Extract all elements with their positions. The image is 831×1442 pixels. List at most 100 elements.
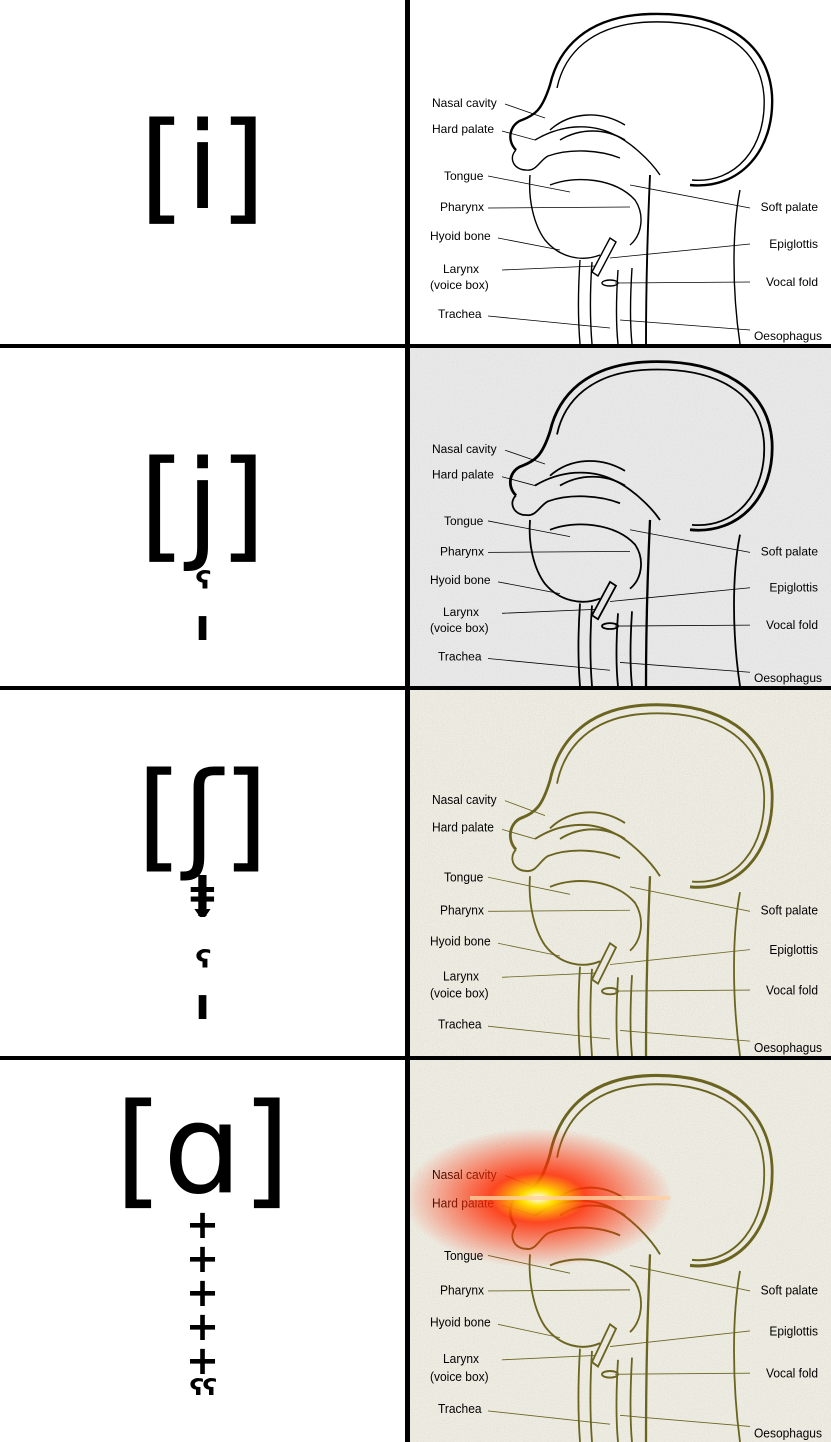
nasal-turbinate bbox=[549, 811, 626, 830]
leader-line bbox=[487, 551, 631, 553]
leader-line bbox=[501, 828, 536, 840]
vertical-divider bbox=[405, 0, 410, 1442]
leader-line bbox=[487, 909, 631, 912]
neck-rear-outline bbox=[733, 891, 741, 1056]
leader-line bbox=[487, 1025, 611, 1040]
ipa-symbol: [ɑ] bbox=[114, 1078, 291, 1222]
jaw-outline bbox=[528, 1254, 601, 1348]
skull-outline bbox=[508, 703, 774, 889]
leader-line bbox=[619, 662, 751, 673]
label-oesophagus: Oesophagus bbox=[754, 1040, 822, 1054]
label-tongue: Tongue bbox=[444, 514, 484, 528]
nasal-turbinate bbox=[549, 460, 626, 477]
oesophagus-front bbox=[615, 613, 619, 686]
label-soft-palate: Soft palate bbox=[761, 1283, 818, 1298]
leader-line bbox=[501, 972, 596, 978]
tongue-outline bbox=[549, 880, 642, 952]
leader-line bbox=[487, 1289, 631, 1292]
label-tongue: Tongue bbox=[444, 169, 484, 183]
label-pharynx: Pharynx bbox=[440, 544, 484, 558]
leader-line bbox=[497, 942, 561, 957]
trachea-front bbox=[577, 603, 581, 686]
label-hard-palate: Hard palate bbox=[432, 820, 494, 834]
label-epiglottis: Epiglottis bbox=[769, 581, 818, 595]
neck-back bbox=[644, 1254, 652, 1442]
label-tongue: Tongue bbox=[444, 870, 483, 884]
label-trachea: Trachea bbox=[438, 1017, 482, 1031]
nasal-turbinate bbox=[559, 828, 626, 840]
panel-3-symbol-cell: [ʃ] ǂ ˇ ˤ ı bbox=[0, 690, 405, 1056]
neck-back bbox=[644, 519, 652, 686]
label-trachea: Trachea bbox=[438, 1402, 482, 1417]
skull-outline bbox=[508, 360, 774, 532]
leader-line bbox=[619, 319, 751, 331]
label-voice-box: (voice box) bbox=[430, 986, 489, 1000]
leader-line bbox=[629, 1265, 751, 1292]
diacritic-stack: ˤ ı bbox=[194, 563, 211, 652]
leader-line bbox=[497, 581, 561, 595]
nasal-turbinate bbox=[559, 130, 626, 141]
label-voice-box: (voice box) bbox=[430, 278, 489, 292]
label-nasal-cavity: Nasal cavity bbox=[432, 793, 497, 807]
leader-line bbox=[619, 1414, 751, 1427]
label-voice-box: (voice box) bbox=[430, 1369, 489, 1384]
leader-line bbox=[501, 476, 536, 486]
leader-line bbox=[629, 886, 751, 912]
jaw-outline bbox=[528, 876, 601, 966]
diacritic-stack: ǂ ˇ ˤ ı bbox=[190, 867, 215, 1031]
neck-back bbox=[644, 876, 652, 1056]
label-hyoid-bone: Hyoid bone bbox=[430, 229, 491, 243]
ipa-symbol: [ʃ] bbox=[136, 746, 269, 884]
label-trachea: Trachea bbox=[438, 650, 482, 664]
trachea-front bbox=[577, 259, 581, 344]
skull-outline bbox=[509, 12, 774, 187]
horizontal-divider bbox=[0, 1056, 831, 1060]
epiglottis-shape bbox=[590, 1322, 618, 1368]
label-soft-palate: Soft palate bbox=[761, 544, 819, 558]
leader-line bbox=[609, 587, 751, 602]
horizontal-divider bbox=[0, 686, 831, 690]
nasal-turbinate bbox=[559, 475, 626, 487]
label-hyoid-bone: Hyoid bone bbox=[430, 1315, 491, 1330]
leader-line bbox=[501, 130, 536, 141]
horizontal-divider bbox=[0, 344, 831, 348]
leader-line bbox=[487, 876, 571, 895]
leader-line bbox=[609, 1330, 751, 1347]
label-soft-palate: Soft palate bbox=[761, 903, 818, 917]
label-hyoid-bone: Hyoid bone bbox=[430, 934, 491, 948]
nasal-cavity-outline bbox=[511, 848, 621, 872]
leader-line bbox=[487, 315, 611, 329]
leader-line bbox=[487, 175, 571, 193]
label-hyoid-bone: Hyoid bone bbox=[430, 573, 491, 587]
leader-line bbox=[609, 243, 751, 259]
skull-inner-outline bbox=[556, 368, 765, 526]
skull-inner-outline bbox=[556, 21, 765, 181]
trachea-front bbox=[577, 966, 581, 1056]
trachea-back bbox=[589, 968, 593, 1056]
jaw-outline bbox=[528, 519, 601, 603]
leader-line bbox=[487, 206, 631, 209]
jaw-outline bbox=[528, 174, 601, 259]
label-hard-palate: Hard palate bbox=[432, 468, 494, 482]
neck-rear-outline bbox=[733, 189, 741, 344]
oesophagus-back bbox=[629, 975, 633, 1056]
leader-line bbox=[504, 449, 546, 465]
leader-line bbox=[501, 1354, 596, 1361]
leader-line bbox=[614, 281, 751, 284]
leader-line bbox=[504, 800, 546, 816]
nasal-turbinate bbox=[549, 114, 626, 131]
label-nasal-cavity: Nasal cavity bbox=[432, 96, 497, 110]
leader-line bbox=[501, 265, 596, 271]
label-epiglottis: Epiglottis bbox=[769, 237, 818, 251]
label-epiglottis: Epiglottis bbox=[769, 943, 818, 957]
leader-line bbox=[614, 989, 751, 992]
